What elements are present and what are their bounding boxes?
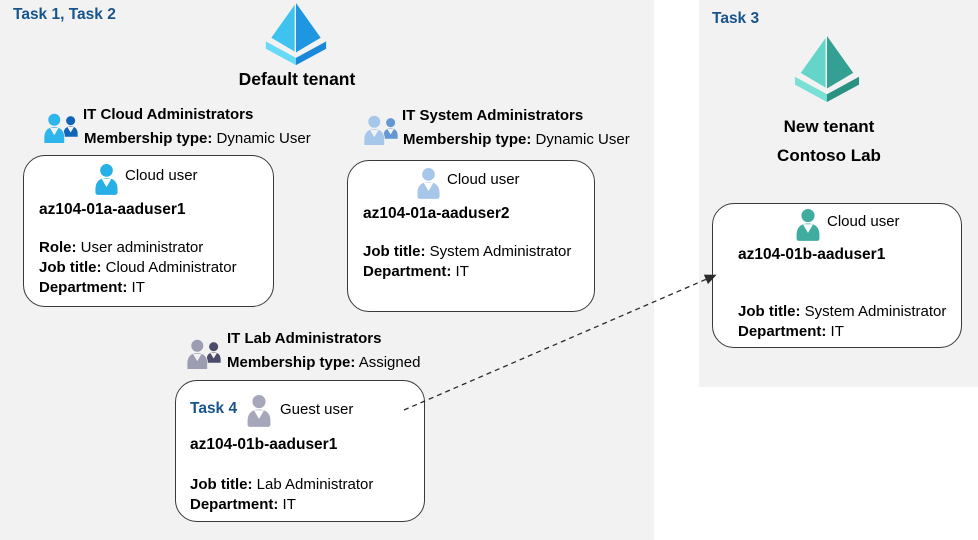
user-department-line: Department: IT bbox=[190, 496, 296, 513]
department-value: IT bbox=[131, 279, 145, 296]
user-card-aaduser2: Cloud user az104-01a-aaduser2 Job title:… bbox=[347, 160, 595, 312]
department-label: Department: bbox=[738, 323, 827, 340]
default-tenant-panel: Task 1, Task 2 Default tenant IT Cloud A… bbox=[0, 0, 654, 540]
user-jobtitle-line: Job title: System Administrator bbox=[738, 303, 946, 320]
user-type-label: Cloud user bbox=[827, 213, 900, 230]
cloud-user-icon bbox=[95, 164, 118, 195]
user-department-line: Department: IT bbox=[363, 263, 469, 280]
task4-label: Task 4 bbox=[190, 400, 238, 417]
jobtitle-label: Job title: bbox=[190, 476, 253, 493]
task3-label: Task 3 bbox=[712, 10, 760, 27]
jobtitle-label: Job title: bbox=[738, 303, 801, 320]
user-type-label: Cloud user bbox=[125, 167, 198, 184]
user-type-label: Cloud user bbox=[447, 171, 520, 188]
group-membership-system-admins: Membership type: Dynamic User bbox=[403, 131, 630, 148]
group-icon-lab-admins bbox=[186, 339, 221, 369]
new-tenant-panel: Task 3 New tenant Contoso Lab Cloud user… bbox=[699, 0, 978, 387]
new-tenant-title-line2: Contoso Lab bbox=[777, 146, 881, 165]
membership-type-label: Membership type: bbox=[403, 131, 532, 148]
department-value: IT bbox=[282, 496, 296, 513]
department-value: IT bbox=[455, 263, 469, 280]
membership-type-label: Membership type: bbox=[227, 354, 356, 371]
department-label: Department: bbox=[39, 279, 128, 296]
group-icon-system-admins bbox=[363, 115, 398, 145]
user-jobtitle-line: Job title: Lab Administrator bbox=[190, 476, 373, 493]
user-role-line: Role: User administrator bbox=[39, 239, 203, 256]
department-label: Department: bbox=[190, 496, 279, 513]
jobtitle-label: Job title: bbox=[39, 259, 102, 276]
user-department-line: Department: IT bbox=[738, 323, 844, 340]
guest-user-card: Task 4 Guest user az104-01b-aaduser1 Job… bbox=[175, 380, 425, 522]
user-name: az104-01b-aaduser1 bbox=[190, 436, 338, 453]
user-name: az104-01a-aaduser1 bbox=[39, 201, 186, 218]
cloud-user-icon bbox=[417, 168, 440, 199]
guest-user-icon bbox=[247, 395, 271, 427]
group-title-system-admins: IT System Administrators bbox=[402, 107, 584, 124]
group-title-cloud-admins: IT Cloud Administrators bbox=[83, 106, 254, 123]
department-label: Department: bbox=[363, 263, 452, 280]
user-jobtitle-line: Job title: Cloud Administrator bbox=[39, 259, 237, 276]
group-membership-lab-admins: Membership type: Assigned bbox=[227, 354, 420, 371]
user-department-line: Department: IT bbox=[39, 279, 145, 296]
user-jobtitle-line: Job title: System Administrator bbox=[363, 243, 571, 260]
jobtitle-value: Cloud Administrator bbox=[105, 259, 237, 276]
cloud-user-icon bbox=[796, 209, 820, 241]
group-icon-cloud-admins bbox=[43, 113, 78, 143]
user-type-label: Guest user bbox=[280, 401, 354, 418]
role-label: Role: bbox=[39, 239, 77, 256]
user-name: az104-01b-aaduser1 bbox=[738, 246, 886, 263]
membership-type-value: Dynamic User bbox=[535, 131, 630, 148]
azure-ad-tenant-icon bbox=[265, 3, 327, 66]
membership-type-value: Dynamic User bbox=[216, 130, 311, 147]
jobtitle-value: Lab Administrator bbox=[256, 476, 374, 493]
jobtitle-label: Job title: bbox=[363, 243, 426, 260]
membership-type-label: Membership type: bbox=[84, 130, 213, 147]
user-name: az104-01a-aaduser2 bbox=[363, 205, 510, 222]
jobtitle-value: System Administrator bbox=[429, 243, 572, 260]
azure-ad-new-tenant-icon bbox=[794, 36, 860, 103]
membership-type-value: Assigned bbox=[358, 354, 421, 371]
group-membership-cloud-admins: Membership type: Dynamic User bbox=[84, 130, 311, 147]
new-tenant-title-line1: New tenant bbox=[783, 117, 875, 136]
group-title-lab-admins: IT Lab Administrators bbox=[227, 330, 382, 347]
task1-task2-label: Task 1, Task 2 bbox=[13, 6, 116, 23]
role-value: User administrator bbox=[80, 239, 204, 256]
jobtitle-value: System Administrator bbox=[804, 303, 947, 320]
department-value: IT bbox=[830, 323, 844, 340]
default-tenant-title: Default tenant bbox=[238, 69, 356, 89]
user-card-aaduser1: Cloud user az104-01a-aaduser1 Role: User… bbox=[23, 155, 274, 307]
new-tenant-user-card: Cloud user az104-01b-aaduser1 Job title:… bbox=[712, 203, 962, 348]
